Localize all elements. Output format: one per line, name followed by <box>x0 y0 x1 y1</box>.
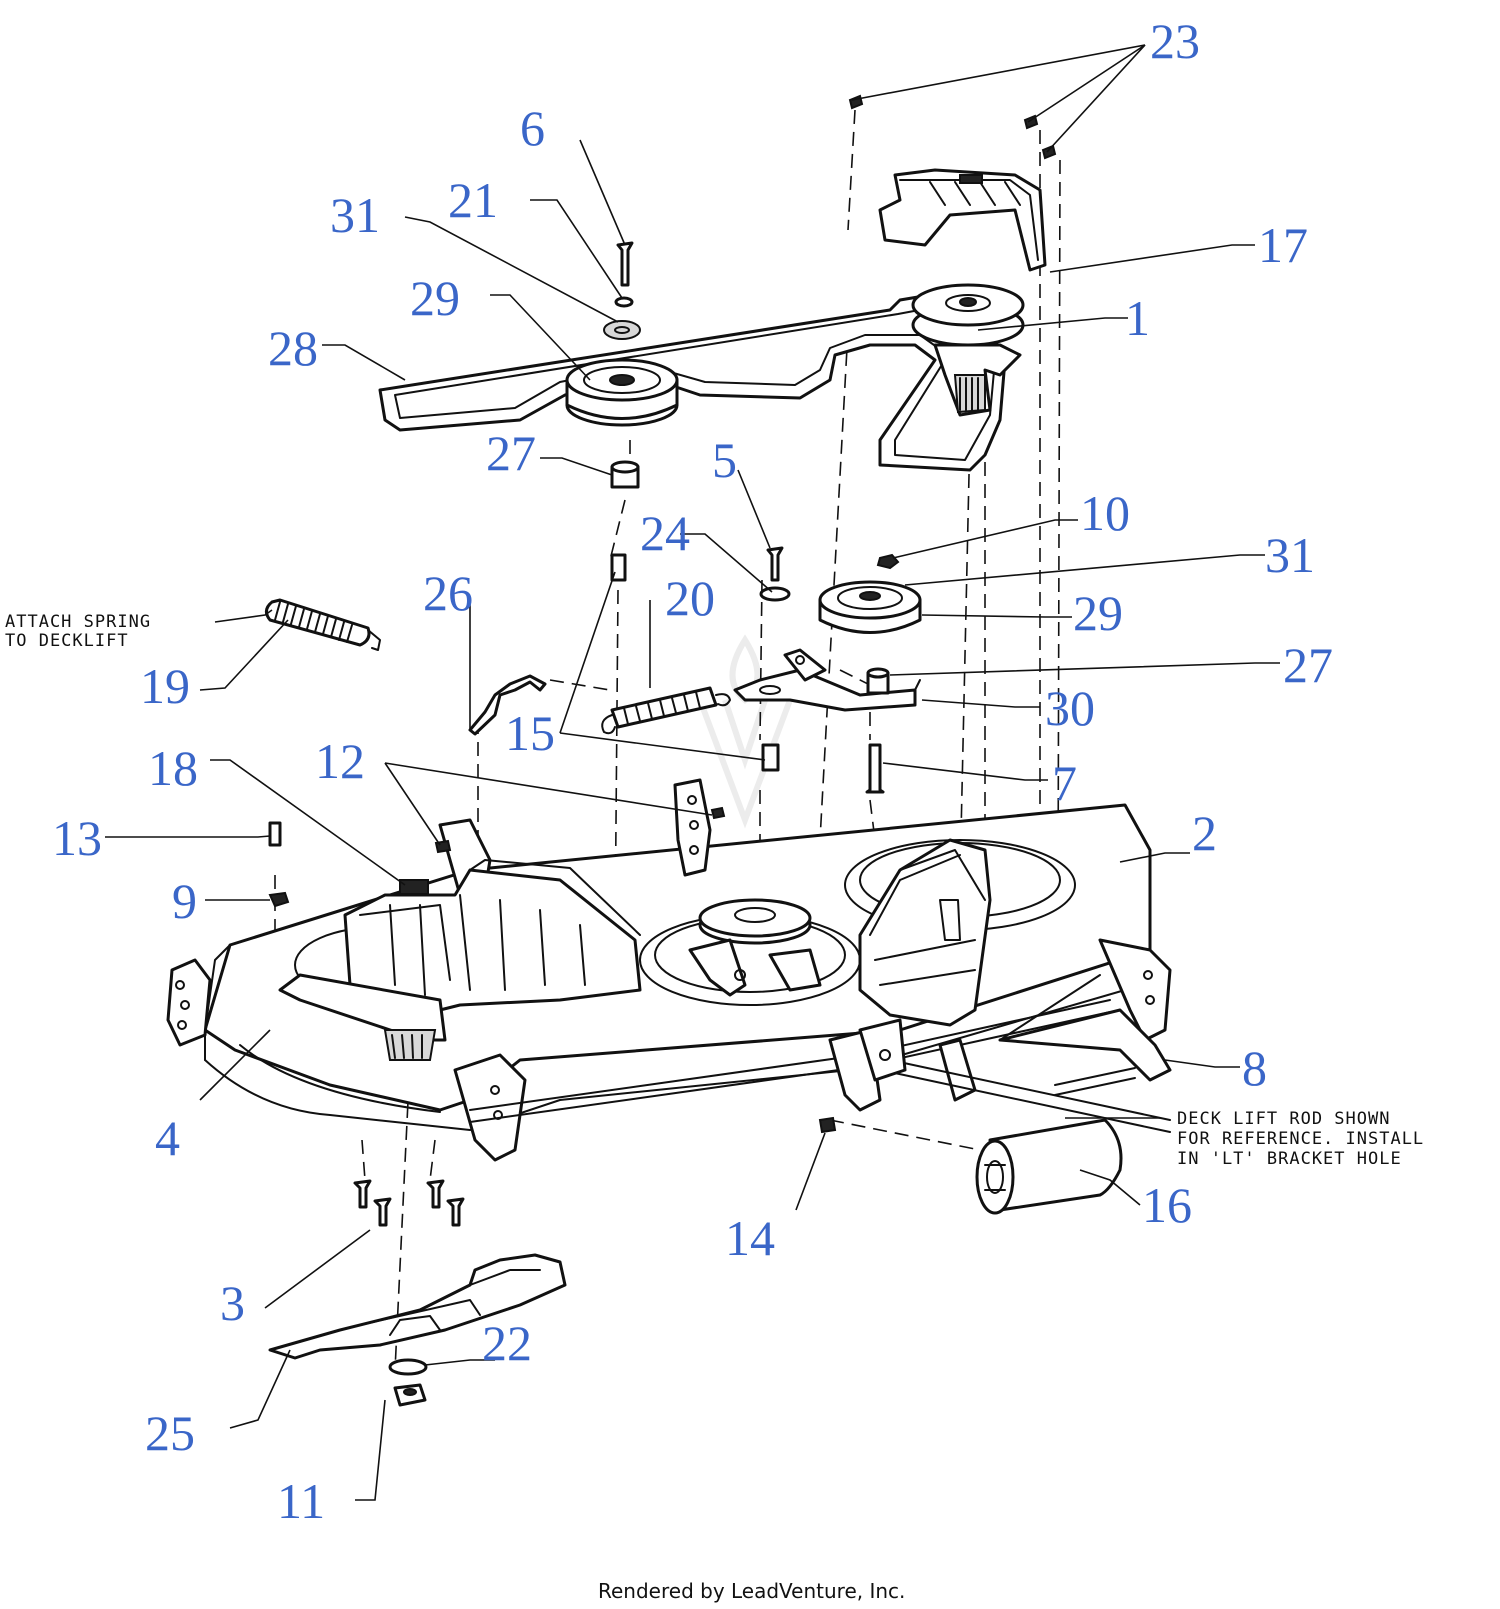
callout-2: 2 <box>1192 805 1217 861</box>
idler-arm <box>733 648 921 712</box>
callout-19: 19 <box>140 658 190 714</box>
callout-1: 1 <box>1125 290 1150 346</box>
callout-labels: 23 6 21 31 29 28 17 1 27 5 24 10 31 20 2… <box>52 13 1333 1529</box>
deck-housing <box>166 778 1172 1162</box>
callout-28: 28 <box>268 320 318 376</box>
callout-29-top: 29 <box>410 270 460 326</box>
callout-25: 25 <box>145 1405 195 1461</box>
watermark-logo <box>697 634 793 829</box>
right-spindle-guard <box>858 838 992 1082</box>
leader-lines <box>105 44 1280 1501</box>
callout-24: 24 <box>640 505 690 561</box>
callout-23: 23 <box>1150 13 1200 69</box>
callout-8: 8 <box>1242 1040 1267 1096</box>
callout-10: 10 <box>1080 485 1130 541</box>
callout-17: 17 <box>1258 217 1308 273</box>
spring-20 <box>601 686 731 735</box>
callout-12: 12 <box>315 733 365 789</box>
callout-18: 18 <box>148 740 198 796</box>
callout-15: 15 <box>505 705 555 761</box>
drive-belt <box>378 293 1007 472</box>
callout-5: 5 <box>712 432 737 488</box>
callout-31-right: 31 <box>1265 527 1315 583</box>
callout-29-right: 29 <box>1073 585 1123 641</box>
note-rod-line2: FOR REFERENCE. INSTALL <box>1177 1129 1424 1149</box>
callout-7: 7 <box>1052 755 1077 811</box>
callout-20: 20 <box>665 570 715 626</box>
callout-21: 21 <box>448 172 498 228</box>
idler-pulley-left <box>565 358 679 427</box>
callout-22: 22 <box>482 1315 532 1371</box>
callout-26: 26 <box>423 565 473 621</box>
spring-19 <box>265 598 381 651</box>
footer-credit: Rendered by LeadVenture, Inc. <box>598 1579 905 1603</box>
callout-9: 9 <box>172 873 197 929</box>
callout-27-top: 27 <box>486 425 536 481</box>
callout-4: 4 <box>155 1110 180 1166</box>
top-belt-cover <box>878 168 1047 272</box>
left-spindle-cover <box>278 859 642 1061</box>
callout-31-top: 31 <box>330 187 380 243</box>
callout-3: 3 <box>220 1275 245 1331</box>
note-rod-line1: DECK LIFT ROD SHOWN <box>1177 1109 1390 1129</box>
callout-6: 6 <box>520 100 545 156</box>
idler-pulley-right <box>818 580 922 634</box>
note-spring-line1: ATTACH SPRING <box>5 612 151 632</box>
note-spring-line2: TO DECKLIFT <box>5 631 129 651</box>
notes: ATTACH SPRING TO DECKLIFT DECK LIFT ROD … <box>5 612 1424 1169</box>
callout-30: 30 <box>1045 680 1095 736</box>
callout-13: 13 <box>52 810 102 866</box>
callout-14: 14 <box>725 1210 775 1266</box>
center-spindle <box>688 898 822 997</box>
hardware <box>268 94 1057 1407</box>
note-rod-line3: IN 'LT' BRACKET HOLE <box>1177 1149 1402 1169</box>
gauge-wheel <box>975 1118 1123 1215</box>
cutting-blade <box>268 1253 567 1360</box>
callout-11: 11 <box>277 1473 325 1529</box>
top-spindle-pulley <box>911 283 1025 417</box>
callout-27-right: 27 <box>1283 637 1333 693</box>
callout-16: 16 <box>1142 1177 1192 1233</box>
